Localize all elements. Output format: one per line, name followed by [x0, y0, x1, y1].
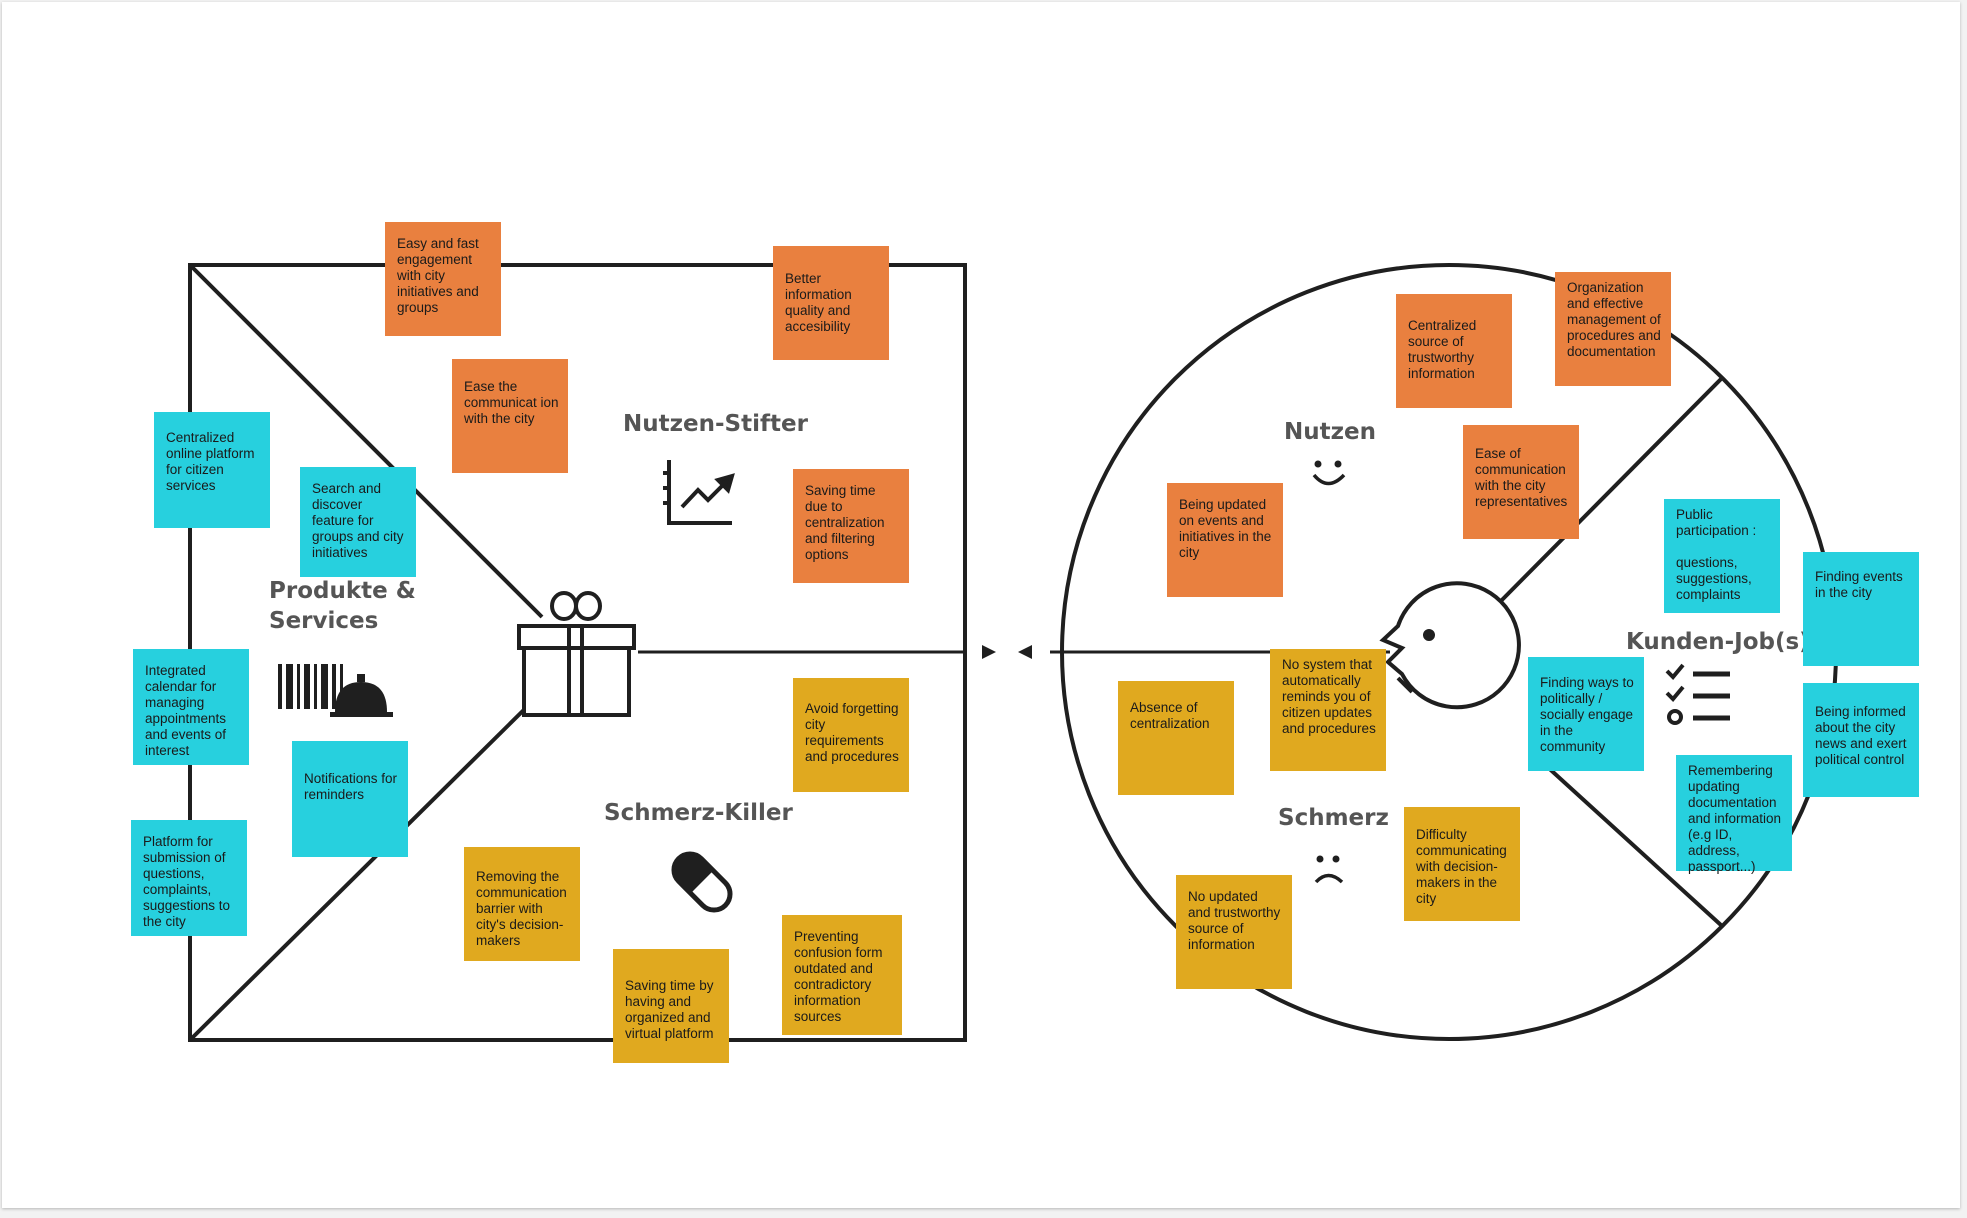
sticky-note-gain[interactable]: Centralized source of trustworthy inform…: [1396, 294, 1512, 408]
sticky-note-pain-reliever[interactable]: Removing the communication barrier with …: [464, 847, 580, 961]
sticky-note-pain[interactable]: Absence of centralization: [1118, 681, 1234, 795]
checklist-icon: [1665, 663, 1730, 725]
sticky-note-customer-job[interactable]: Being informed about the city news and e…: [1803, 683, 1919, 797]
sticky-note-product-service[interactable]: Centralized online platform for citizen …: [154, 412, 270, 528]
sticky-note-gain-creator[interactable]: Saving time due to centralization and fi…: [793, 469, 909, 583]
sticky-note-product-service[interactable]: Search and discover feature for groups a…: [300, 467, 416, 577]
sticky-note-pain[interactable]: No updated and trustworthy source of inf…: [1176, 875, 1292, 989]
pain-relievers-heading: Schmerz-Killer: [604, 800, 793, 826]
products-services-heading: Produkte & Services: [269, 578, 416, 634]
chart-trend-icon: [663, 460, 735, 525]
gift-icon: [517, 591, 636, 717]
customer-face-icon: [1379, 581, 1521, 710]
pill-icon: [671, 851, 733, 913]
sticky-note-pain-reliever[interactable]: Saving time by having and organized and …: [613, 949, 729, 1063]
arrow-icon: [982, 645, 1032, 659]
frown-icon: [1314, 855, 1344, 884]
sticky-note-gain-creator[interactable]: Better information quality and accesibil…: [773, 246, 889, 360]
sticky-note-gain-creator[interactable]: Ease the communicat ion with the city: [452, 359, 568, 473]
sticky-note-customer-job[interactable]: Finding ways to politically / socially e…: [1528, 657, 1644, 771]
sticky-note-pain[interactable]: No system that automatically reminds you…: [1270, 649, 1386, 771]
sticky-note-gain-creator[interactable]: Easy and fast engagement with city initi…: [385, 222, 501, 336]
sticky-note-pain-reliever[interactable]: Preventing confusion form outdated and c…: [782, 915, 902, 1035]
sticky-note-pain[interactable]: Difficulty communicating with decision-m…: [1404, 807, 1520, 921]
sticky-note-gain[interactable]: Organization and effective management of…: [1555, 272, 1671, 386]
sticky-note-customer-job[interactable]: Finding events in the city: [1803, 552, 1919, 666]
sticky-note-gain[interactable]: Being updated on events and initiatives …: [1167, 483, 1283, 597]
gain-creators-heading: Nutzen-Stifter: [623, 411, 808, 437]
sticky-note-product-service[interactable]: Platform for submission of questions, co…: [131, 820, 247, 936]
barcode-icon: [278, 664, 343, 709]
sticky-note-product-service[interactable]: Notifications for reminders: [292, 741, 408, 857]
sticky-note-pain-reliever[interactable]: Avoid forgetting city requirements and p…: [793, 678, 909, 792]
customer-jobs-heading: Kunden-Job(s): [1626, 629, 1810, 655]
gains-heading: Nutzen: [1284, 419, 1376, 445]
sticky-note-product-service[interactable]: Integrated calendar for managing appoint…: [133, 649, 249, 765]
smiley-icon: [1312, 460, 1346, 486]
sticky-note-customer-job[interactable]: Remembering updating documentation and i…: [1676, 755, 1792, 874]
sticky-note-gain[interactable]: Ease of communication with the city repr…: [1463, 425, 1579, 539]
sticky-note-customer-job[interactable]: Public participation : questions, sugges…: [1664, 499, 1780, 613]
service-bell-icon: [330, 674, 393, 717]
pains-heading: Schmerz: [1278, 805, 1389, 831]
